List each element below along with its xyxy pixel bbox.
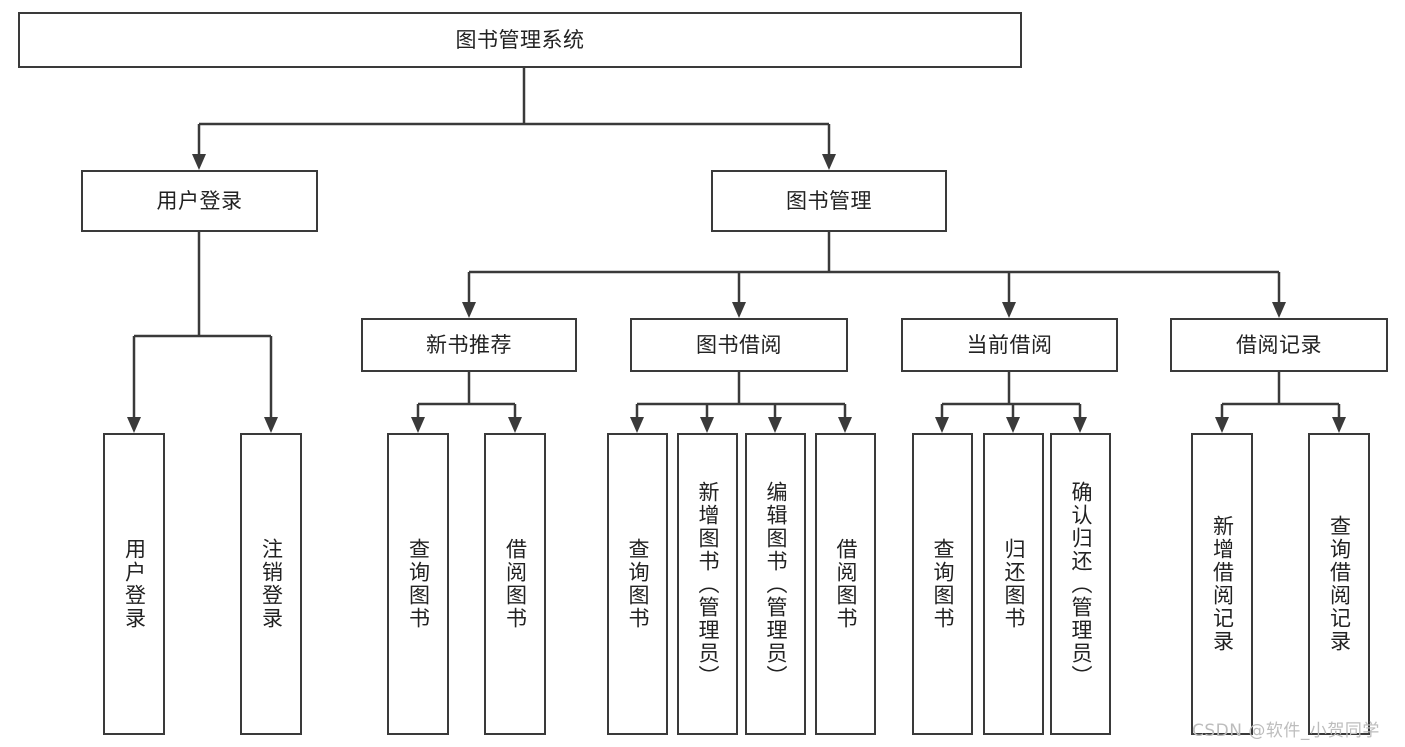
connector-arrowhead: [411, 417, 425, 433]
connector-arrowhead: [192, 154, 206, 170]
node-label-book-borrow: 图书借阅: [696, 332, 782, 357]
connector-arrowhead: [127, 417, 141, 433]
node-user-login[interactable]: 用户登录: [81, 170, 318, 232]
node-label-leaf-user-logout: 注销登录: [259, 538, 284, 630]
node-label-leaf-borrow-lend: 借阅图书: [834, 538, 858, 630]
connector-arrowhead: [1215, 417, 1229, 433]
node-label-book-manage: 图书管理: [786, 188, 872, 213]
node-leaf-rec-add[interactable]: 新增借阅记录: [1191, 433, 1253, 735]
node-book-manage[interactable]: 图书管理: [711, 170, 947, 232]
node-label-user-login: 用户登录: [156, 188, 243, 213]
node-leaf-rec-query[interactable]: 查询图书: [387, 433, 449, 735]
node-label-leaf-cur-return: 归还图书: [1002, 538, 1026, 630]
connector-arrowhead: [1332, 417, 1346, 433]
node-borrow-record[interactable]: 借阅记录: [1170, 318, 1388, 372]
node-new-book-rec[interactable]: 新书推荐: [361, 318, 577, 372]
node-leaf-rec-search[interactable]: 查询借阅记录: [1308, 433, 1370, 735]
connector-arrowhead: [508, 417, 522, 433]
connector-arrowhead: [1272, 302, 1286, 318]
node-root[interactable]: 图书管理系统: [18, 12, 1022, 68]
connector-arrowhead: [630, 417, 644, 433]
node-leaf-cur-query[interactable]: 查询图书: [912, 433, 973, 735]
node-label-root: 图书管理系统: [455, 27, 585, 52]
node-label-new-book-rec: 新书推荐: [426, 332, 512, 357]
node-label-leaf-cur-query: 查询图书: [931, 538, 955, 630]
connector-arrowhead: [838, 417, 852, 433]
node-label-leaf-rec-add: 新增借阅记录: [1210, 515, 1235, 653]
node-leaf-user-logout[interactable]: 注销登录: [240, 433, 302, 735]
connector-arrowhead: [732, 302, 746, 318]
node-label-leaf-cur-confirm: 确认归还（管理员）: [1069, 480, 1093, 688]
node-leaf-borrow-add[interactable]: 新增图书（管理员）: [677, 433, 738, 735]
connector-arrowhead: [1006, 417, 1020, 433]
node-current-borrow[interactable]: 当前借阅: [901, 318, 1118, 372]
connector-arrowhead: [935, 417, 949, 433]
node-label-borrow-record: 借阅记录: [1236, 332, 1322, 357]
node-label-leaf-borrow-add: 新增图书（管理员）: [696, 480, 720, 688]
node-leaf-borrow-lend[interactable]: 借阅图书: [815, 433, 876, 735]
node-leaf-borrow-query[interactable]: 查询图书: [607, 433, 668, 735]
node-label-leaf-user-login: 用户登录: [122, 538, 147, 630]
connector-arrowhead: [264, 417, 278, 433]
connector-arrowhead: [462, 302, 476, 318]
node-label-leaf-rec-borrow: 借阅图书: [503, 538, 528, 630]
connector-arrowhead: [1073, 417, 1087, 433]
connector-arrowhead: [822, 154, 836, 170]
node-book-borrow[interactable]: 图书借阅: [630, 318, 848, 372]
connector-arrowhead: [1002, 302, 1016, 318]
node-label-leaf-rec-query: 查询图书: [406, 538, 431, 630]
node-label-leaf-borrow-edit: 编辑图书（管理员）: [764, 480, 788, 688]
node-leaf-rec-borrow[interactable]: 借阅图书: [484, 433, 546, 735]
node-leaf-user-login[interactable]: 用户登录: [103, 433, 165, 735]
node-label-current-borrow: 当前借阅: [966, 332, 1053, 357]
node-leaf-borrow-edit[interactable]: 编辑图书（管理员）: [745, 433, 806, 735]
node-label-leaf-rec-search: 查询借阅记录: [1327, 515, 1352, 653]
connector-group: [127, 68, 1346, 433]
node-leaf-cur-return[interactable]: 归还图书: [983, 433, 1044, 735]
connector-arrowhead: [700, 417, 714, 433]
node-label-leaf-borrow-query: 查询图书: [626, 538, 650, 630]
connector-arrowhead: [768, 417, 782, 433]
node-leaf-cur-confirm[interactable]: 确认归还（管理员）: [1050, 433, 1111, 735]
